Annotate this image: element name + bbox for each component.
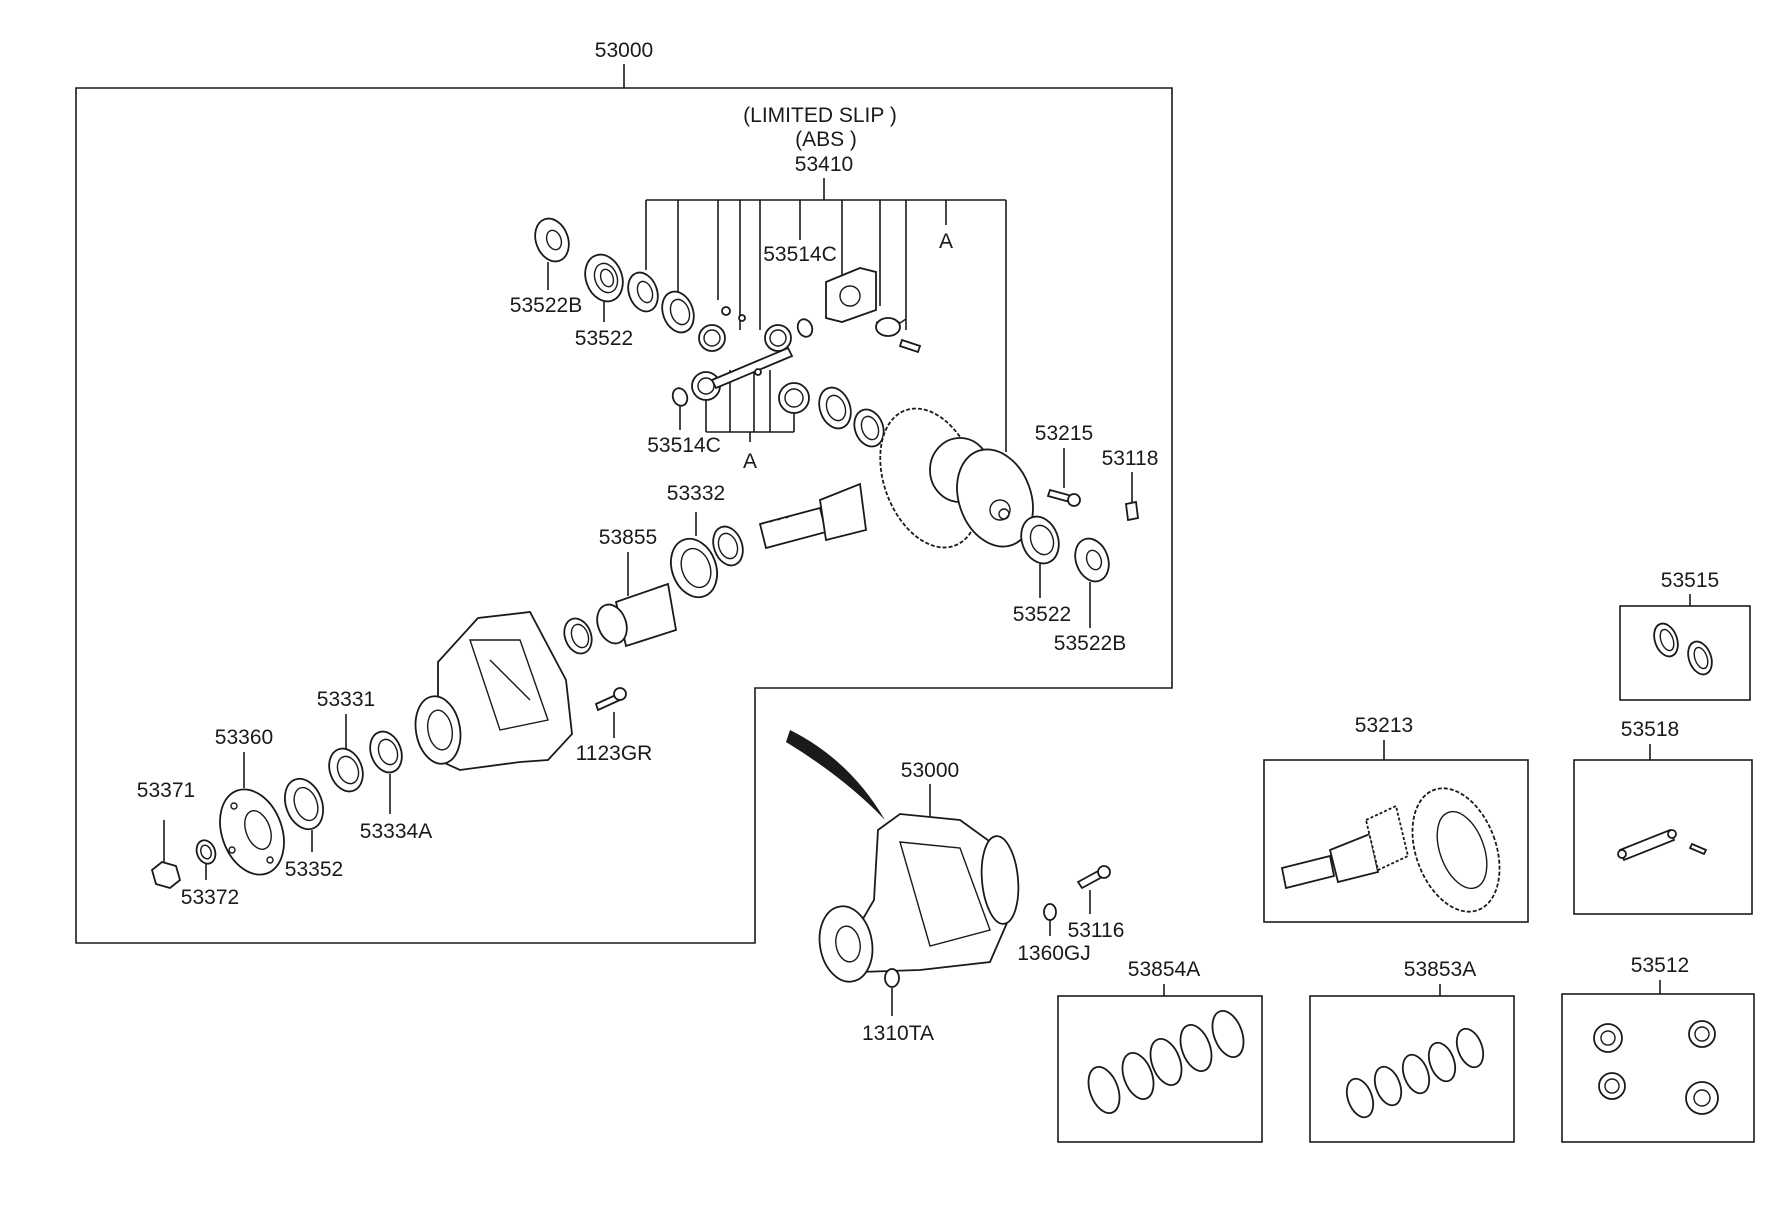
label-53371[interactable]: 53371 bbox=[137, 779, 195, 802]
shim-rings-53515[interactable] bbox=[1650, 620, 1716, 677]
label-53213[interactable]: 53213 bbox=[1355, 714, 1413, 737]
label-a-top: A bbox=[939, 230, 953, 253]
oil-seal-53352[interactable] bbox=[278, 773, 330, 852]
bolt-53116[interactable] bbox=[1076, 865, 1111, 914]
differential-case-ring-gear[interactable] bbox=[862, 395, 1046, 562]
gasket-1360gj[interactable] bbox=[1043, 903, 1057, 936]
differential-carrier-assembly[interactable] bbox=[814, 813, 1022, 986]
label-53854a[interactable]: 53854A bbox=[1128, 958, 1200, 981]
drive-pinion[interactable] bbox=[663, 482, 867, 604]
label-53215[interactable]: 53215 bbox=[1035, 422, 1093, 445]
label-1360gj[interactable]: 1360GJ bbox=[1017, 942, 1091, 965]
label-53352[interactable]: 53352 bbox=[285, 858, 343, 881]
label-53360[interactable]: 53360 bbox=[215, 726, 273, 749]
differential-gear-set-53512[interactable] bbox=[1593, 1020, 1719, 1115]
label-53515[interactable]: 53515 bbox=[1661, 569, 1719, 592]
label-53512[interactable]: 53512 bbox=[1631, 954, 1689, 977]
assembly-pointer-arrow bbox=[786, 730, 885, 820]
clip-53118[interactable] bbox=[1125, 472, 1139, 522]
label-53522-top[interactable]: 53522 bbox=[575, 327, 633, 350]
label-53522b-right[interactable]: 53522B bbox=[1054, 632, 1126, 655]
label-abs: (ABS ) bbox=[795, 128, 857, 151]
bolt-1123gr[interactable] bbox=[594, 687, 627, 738]
label-53000-assembly[interactable]: 53000 bbox=[901, 759, 959, 782]
main-exploded-frame bbox=[75, 87, 1173, 944]
label-53853a[interactable]: 53853A bbox=[1404, 958, 1476, 981]
oil-seal-53334a[interactable] bbox=[365, 727, 408, 814]
adjusting-shims-53854a[interactable] bbox=[1083, 1007, 1250, 1118]
thrust-washer-53522b-right[interactable] bbox=[1069, 534, 1114, 628]
bearing-53331[interactable] bbox=[323, 714, 368, 796]
plug-1310ta[interactable] bbox=[884, 968, 900, 1016]
label-limited-slip: (LIMITED SLIP ) bbox=[743, 104, 897, 127]
label-1123gr[interactable]: 1123GR bbox=[576, 742, 653, 765]
bracket-53410 bbox=[645, 178, 1007, 452]
label-53332[interactable]: 53332 bbox=[667, 482, 725, 505]
washer-53372[interactable] bbox=[193, 838, 218, 880]
label-53331[interactable]: 53331 bbox=[317, 688, 375, 711]
label-53514c-top[interactable]: 53514C bbox=[763, 243, 837, 266]
label-53522-right[interactable]: 53522 bbox=[1013, 603, 1071, 626]
label-a-bottom: A bbox=[743, 450, 757, 473]
pinion-shaft-pin-53518[interactable] bbox=[1617, 828, 1708, 862]
carrier-housing-exploded[interactable] bbox=[410, 611, 573, 771]
label-53334a[interactable]: 53334A bbox=[360, 820, 432, 843]
kit-box-53512 bbox=[1561, 993, 1755, 1143]
label-53410[interactable]: 53410 bbox=[795, 153, 853, 176]
kit-box-53518 bbox=[1573, 759, 1753, 915]
bolt-53215[interactable] bbox=[1046, 448, 1081, 507]
label-53518[interactable]: 53518 bbox=[1621, 718, 1679, 741]
bearing-53522-top[interactable] bbox=[579, 249, 629, 322]
label-53116[interactable]: 53116 bbox=[1068, 919, 1125, 942]
label-53118[interactable]: 53118 bbox=[1102, 447, 1159, 470]
collapsible-spacer-53855[interactable] bbox=[560, 582, 678, 657]
label-53514c-bottom[interactable]: 53514C bbox=[647, 434, 721, 457]
label-1310ta[interactable]: 1310TA bbox=[862, 1022, 934, 1045]
kit-box-53515 bbox=[1619, 605, 1751, 701]
bearing-53522-right[interactable] bbox=[1015, 511, 1065, 598]
adjusting-shims-53853a[interactable] bbox=[1342, 1025, 1488, 1121]
label-53372[interactable]: 53372 bbox=[181, 886, 239, 909]
kit-box-53213 bbox=[1263, 759, 1529, 923]
lsd-internal-parts[interactable] bbox=[623, 267, 922, 451]
label-53000-top[interactable]: 53000 bbox=[595, 39, 653, 62]
companion-flange-53360[interactable] bbox=[209, 752, 295, 884]
kit-box-53853a bbox=[1309, 995, 1515, 1143]
label-53522b-top[interactable]: 53522B bbox=[510, 294, 582, 317]
ring-pinion-gear-set-53213[interactable] bbox=[1280, 776, 1515, 924]
label-53855[interactable]: 53855 bbox=[599, 526, 657, 549]
kit-box-53854a bbox=[1057, 995, 1263, 1143]
lock-nut-53371[interactable] bbox=[150, 820, 182, 889]
thrust-washer-53522b-top[interactable] bbox=[529, 214, 574, 290]
